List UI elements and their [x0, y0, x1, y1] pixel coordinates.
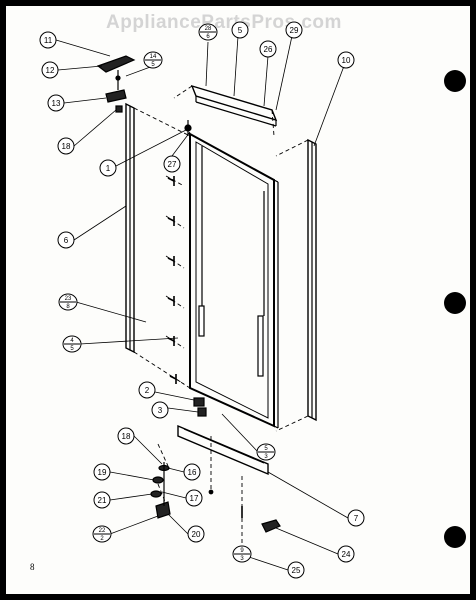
callout-4-numerator: 4	[70, 338, 74, 344]
callout-14-numerator: 14	[150, 54, 157, 60]
callout-13: 13	[52, 99, 61, 108]
exploded-view-drawing: 11 12 13 18 1 27 14 5 28 6 5 26 29 10 6 …	[39, 21, 365, 579]
parts-diagram-sheet: AppliancePartsPros.com	[6, 6, 470, 594]
side-strip-right	[307, 138, 317, 422]
callout-5: 5	[238, 26, 243, 35]
side-strip-left	[125, 102, 135, 354]
callout-17: 17	[190, 494, 199, 503]
callout-27: 27	[168, 160, 177, 169]
callout-16: 16	[188, 468, 197, 477]
callout-5-3-denominator: 3	[264, 454, 268, 460]
page-number: 8	[30, 562, 35, 572]
callout-12: 12	[46, 66, 55, 75]
callout-24: 24	[342, 550, 351, 559]
callout-28-denominator: 6	[206, 34, 210, 40]
callout-labels: 11 12 13 18 1 27 14 5 28 6 5 26 29 10 6 …	[39, 21, 365, 579]
callout-22-numerator: 22	[99, 528, 106, 534]
callout-29: 29	[290, 26, 299, 35]
callout-18-top: 18	[62, 142, 71, 151]
callout-2: 2	[145, 386, 150, 395]
callout-28-numerator: 28	[205, 26, 212, 32]
callout-25: 25	[292, 566, 301, 575]
binder-hole-bottom	[444, 526, 466, 548]
watermark: AppliancePartsPros.com	[106, 12, 342, 33]
callout-4-denominator: 5	[70, 346, 74, 352]
callout-11: 11	[44, 36, 53, 45]
callout-14-denominator: 5	[151, 62, 155, 68]
callout-10: 10	[342, 56, 351, 65]
callout-6: 6	[64, 236, 69, 245]
callout-26-top: 26	[264, 45, 273, 54]
callout-22-denominator: 2	[100, 536, 104, 542]
callout-21: 21	[98, 496, 107, 505]
door-panel	[189, 132, 275, 428]
binder-hole-top	[444, 70, 466, 92]
callout-19: 19	[98, 468, 107, 477]
callout-9-numerator: 9	[240, 548, 244, 554]
callout-20: 20	[192, 530, 201, 539]
callout-18-bottom: 18	[122, 432, 131, 441]
callout-5-3-numerator: 5	[264, 446, 268, 452]
callout-9-denominator: 3	[240, 556, 244, 562]
callout-1: 1	[106, 164, 111, 173]
callout-23-denominator: 8	[66, 304, 70, 310]
callout-3: 3	[158, 406, 163, 415]
callout-23-numerator: 23	[65, 296, 72, 302]
top-hinge	[96, 55, 136, 73]
callout-7: 7	[354, 514, 359, 523]
binder-hole-middle	[444, 292, 466, 314]
